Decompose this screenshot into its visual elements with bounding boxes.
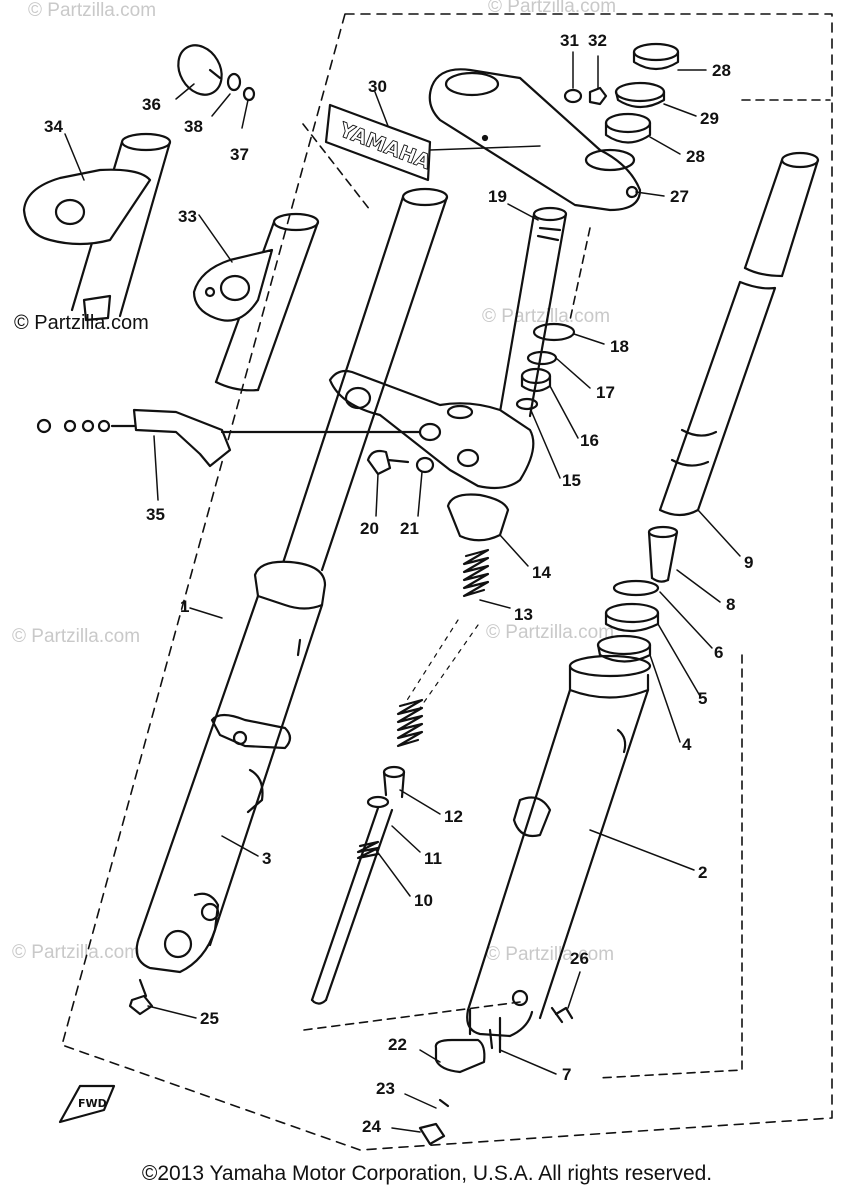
fork-spring — [396, 548, 490, 748]
callout-9: 9 — [744, 553, 754, 572]
leader-lines — [64, 51, 741, 1133]
copyright-footer: ©2013 Yamaha Motor Corporation, U.S.A. A… — [141, 1162, 713, 1185]
callout-1: 1 — [180, 597, 190, 616]
callout-2: 2 — [698, 863, 708, 882]
callout-29: 29 — [700, 109, 719, 128]
callout-32: 32 — [588, 31, 607, 50]
callout-10: 10 — [414, 891, 433, 910]
callout-8: 8 — [726, 595, 736, 614]
cap-and-washers — [177, 44, 256, 102]
callout-13: 13 — [514, 605, 533, 624]
callout-12: 12 — [444, 807, 463, 826]
watermark-main: © Partzilla.com — [14, 312, 149, 334]
stem-cover — [446, 493, 510, 542]
callout-18: 18 — [610, 337, 629, 356]
callout-6: 6 — [714, 643, 724, 662]
watermark: © Partzilla.com — [488, 0, 617, 17]
callout-17: 17 — [596, 383, 615, 402]
fork-tube-left — [280, 187, 449, 572]
callout-28-lower: 28 — [686, 147, 705, 166]
bushing — [647, 525, 679, 583]
emblem-plate: YAMAHA — [324, 103, 435, 182]
svg-text:FWD: FWD — [78, 1097, 107, 1110]
callout-33: 33 — [178, 207, 197, 226]
bearing-races — [604, 42, 680, 144]
upper-bracket — [428, 68, 642, 212]
callout-31: 31 — [560, 31, 579, 50]
watermark: © Partzilla.com — [482, 306, 611, 327]
seals — [596, 579, 660, 663]
callout-25: 25 — [200, 1009, 219, 1028]
callout-36: 36 — [142, 95, 161, 114]
damper-rod — [310, 765, 406, 1005]
fork-tube-right — [658, 151, 820, 517]
callout-3: 3 — [262, 849, 272, 868]
steering-stem — [498, 206, 568, 418]
fork-outer-right — [466, 654, 652, 1038]
callout-16: 16 — [580, 431, 599, 450]
watermark: © Partzilla.com — [486, 622, 615, 643]
inner-dash-line — [302, 123, 371, 211]
watermark: © Partzilla.com — [28, 0, 157, 21]
callout-27: 27 — [670, 187, 689, 206]
assembly-outline — [61, 13, 833, 1151]
watermark: © Partzilla.com — [486, 944, 615, 965]
watermark: © Partzilla.com — [12, 626, 141, 647]
callout-37: 37 — [230, 145, 249, 164]
callout-11: 11 — [424, 849, 442, 868]
callout-28-top: 28 — [712, 61, 731, 80]
pinch-bolt — [366, 449, 435, 476]
inner-dash-line — [569, 227, 591, 321]
callout-5: 5 — [698, 689, 708, 708]
fwd-mark: FWD — [58, 1084, 116, 1124]
callout-19: 19 — [488, 187, 507, 206]
headlight-bracket-left — [22, 132, 172, 322]
callout-38: 38 — [184, 117, 203, 136]
fork-outer-left — [135, 560, 327, 974]
small-bolts — [128, 978, 574, 1054]
headlight-bracket-right — [192, 212, 320, 392]
callout-26: 26 — [570, 949, 589, 968]
callout-14: 14 — [532, 563, 551, 582]
callout-7: 7 — [562, 1065, 572, 1084]
callout-23: 23 — [376, 1079, 395, 1098]
callout-21: 21 — [400, 519, 419, 538]
cable-guide — [36, 408, 422, 468]
callout-35: 35 — [146, 505, 165, 524]
callout-34: 34 — [44, 117, 63, 136]
callout-22: 22 — [388, 1035, 407, 1054]
watermark: © Partzilla.com — [12, 942, 141, 963]
callout-24: 24 — [362, 1117, 381, 1136]
callout-4: 4 — [682, 735, 692, 754]
axle-holder — [418, 1008, 502, 1146]
top-nuts — [563, 86, 608, 106]
inner-dash-line — [303, 1001, 521, 1031]
callout-15: 15 — [562, 471, 581, 490]
under-bracket — [328, 369, 535, 490]
callout-30: 30 — [368, 77, 387, 96]
callout-20: 20 — [360, 519, 379, 538]
inner-dash-line — [597, 654, 743, 1079]
